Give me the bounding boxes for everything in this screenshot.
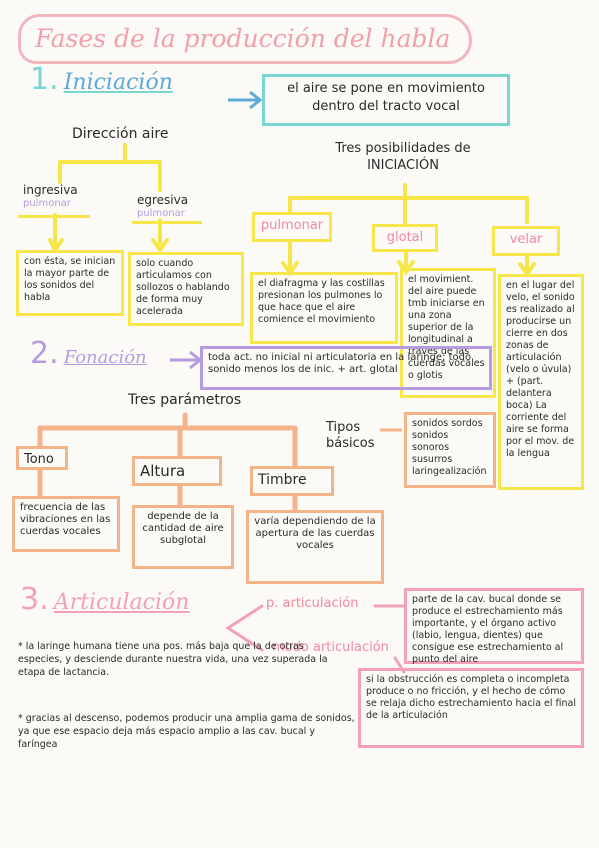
direccion-aire-label: Dirección aire (72, 126, 169, 142)
altura-description: depende de la cantidad de aire subglotal (132, 505, 234, 569)
branch-posibilidades (281, 183, 536, 278)
arrow-fonacion (170, 350, 203, 370)
note-descenso: * gracias al descenso, podemos producir … (18, 713, 355, 750)
modo-articulacion-description: si la obstrucción es completa o incomple… (358, 668, 584, 748)
glotal-node: glotal (372, 224, 438, 252)
posibilidades-label2: INICIACIÓN (367, 158, 439, 173)
egresiva-label: egresiva (137, 193, 189, 207)
tipo-item: susurros (412, 454, 453, 465)
egresiva-sub: pulmonar (137, 208, 185, 219)
arrow-iniciacion (228, 90, 263, 110)
modo-articulacion-label: modo articulación (272, 640, 389, 655)
ingresiva-node: ingresiva pulmonar (18, 180, 90, 218)
tipo-item: sonidos sordos (412, 418, 483, 429)
page-title: Fases de la producción del habla (18, 14, 472, 64)
tipos-basicos-label: Tipos básicos (326, 420, 375, 451)
section-2-heading: 2. Fonación (30, 336, 147, 371)
section-2-number: 2. (30, 336, 59, 371)
velar-description: en el lugar del velo, el sonido es reali… (498, 274, 584, 490)
section-3-number: 3. (20, 582, 49, 617)
fonacion-definition: toda act. no inicial ni articulatoria en… (200, 346, 492, 390)
timbre-description: varía dependiendo de la apertura de las … (246, 510, 384, 584)
tono-node: Tono (16, 446, 68, 470)
posibilidades-label: Tres posibilidades de (335, 141, 471, 156)
branch-parametros (37, 412, 298, 513)
ingresiva-sub: pulmonar (23, 198, 71, 209)
timbre-node: Timbre (250, 466, 334, 496)
section-1-heading: 1. Iniciación (30, 62, 173, 97)
section-1-number: 1. (30, 62, 59, 97)
ingresiva-label: ingresiva (23, 183, 78, 197)
tipo-item: laringealización (412, 466, 487, 477)
section-3-heading: 3. Articulación (20, 582, 189, 617)
section-3-name: Articulación (53, 590, 190, 615)
tipo-item: sonidos sonoros (412, 430, 450, 453)
altura-node: Altura (132, 456, 222, 486)
punto-articulacion-label: p. articulación (266, 596, 359, 611)
posibilidades-heading: Tres posibilidades de INICIACIÓN (318, 140, 488, 174)
note-laringe: * la laringe humana tiene una pos. más b… (18, 641, 328, 678)
section-2-name: Fonación (63, 347, 147, 368)
section-1-name: Iniciación (63, 70, 173, 95)
egresiva-node: egresiva pulmonar (132, 190, 202, 224)
pulmonar-node: pulmonar (252, 212, 332, 242)
punto-articulacion-description: parte de la cav. bucal donde se produce … (404, 588, 584, 665)
egresiva-description: solo cuando articulamos con sollozos o h… (128, 252, 244, 326)
iniciacion-definition: el aire se pone en movimiento dentro del… (262, 74, 510, 126)
tres-parametros-label: Tres parámetros (128, 392, 242, 408)
pulmonar-description: el diafragma y las costillas presionan l… (250, 272, 398, 344)
ingresiva-description: con ésta, se inician la mayor parte de l… (16, 250, 124, 316)
glotal-description: el movimient. del aire puede tmb iniciar… (400, 268, 496, 398)
velar-node: velar (492, 226, 560, 256)
tono-description: frecuencia de las vibraciones en las cue… (12, 496, 120, 552)
tipos-basicos-list: sonidos sordos sonidos sonoros susurros … (404, 412, 496, 488)
